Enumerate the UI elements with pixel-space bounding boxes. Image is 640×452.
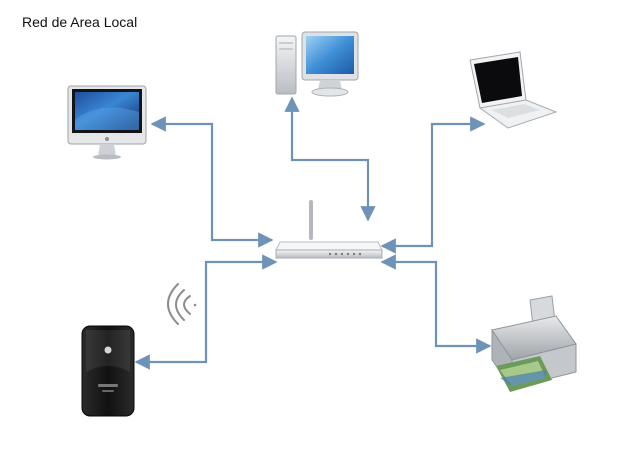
connectors <box>134 96 492 370</box>
laptop-icon <box>469 51 558 129</box>
link-router-all-in-one <box>150 116 274 248</box>
inkjet-printer-icon <box>491 295 577 392</box>
wireless-router-icon <box>275 200 383 259</box>
desktop-tower-monitor-icon <box>275 31 359 97</box>
smartphone-icon <box>81 325 135 417</box>
link-router-printer <box>380 254 492 354</box>
diagram-title: Red de Area Local <box>22 14 138 30</box>
link-router-laptop <box>380 116 486 254</box>
all-in-one-computer-icon <box>67 85 147 160</box>
wifi-signal-icon <box>167 283 197 325</box>
link-router-smartphone <box>134 254 278 370</box>
link-router-desktop <box>284 96 376 222</box>
